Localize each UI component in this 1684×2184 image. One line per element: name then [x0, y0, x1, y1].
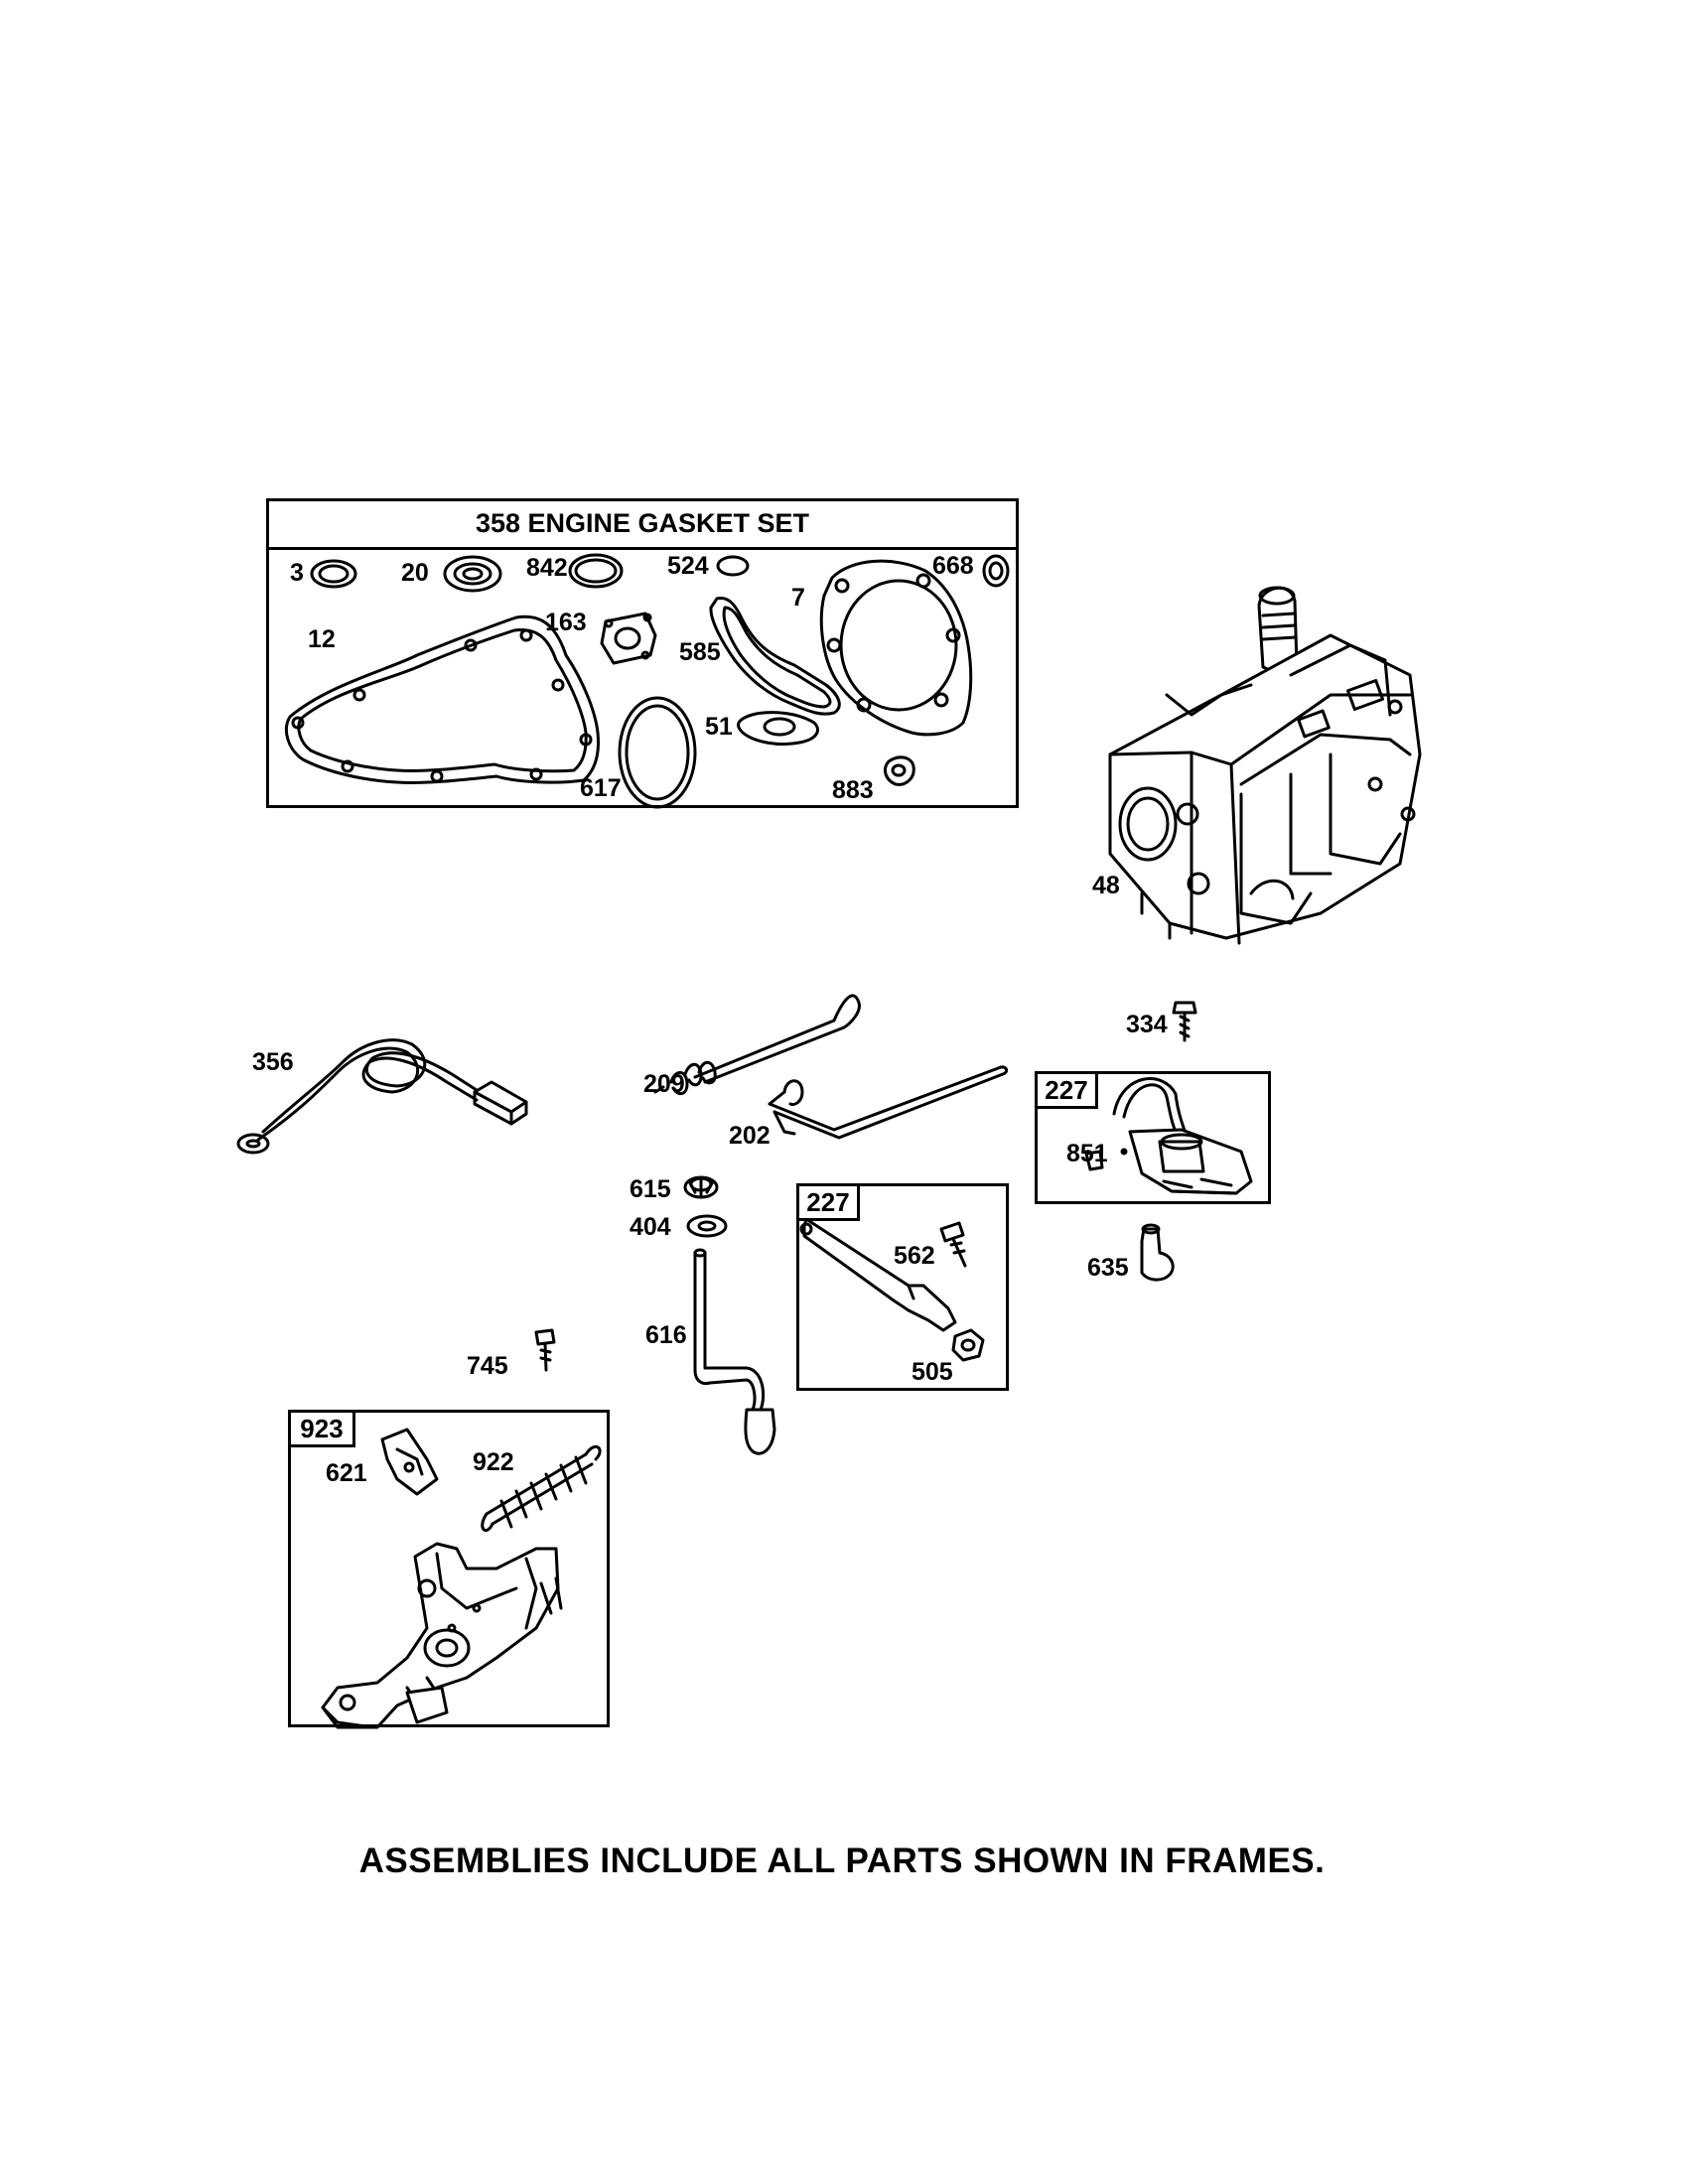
callout-3: 3: [290, 559, 304, 587]
callout-851: 851: [1066, 1140, 1108, 1167]
callout-922: 922: [473, 1448, 514, 1476]
ignition-armature: [1084, 1077, 1253, 1195]
lever-frame-tag: 227: [796, 1183, 860, 1221]
callout-745: 745: [467, 1352, 508, 1380]
callout-842: 842: [526, 554, 568, 582]
control-frame-tag: 923: [288, 1410, 355, 1447]
bracket-621: [380, 1428, 439, 1496]
spring-922: [481, 1444, 602, 1533]
gasket-585: [709, 597, 841, 716]
head-gasket-7: [819, 559, 973, 737]
gasket-set-frame: 358 ENGINE GASKET SET: [266, 498, 1019, 808]
gasket-51: [737, 711, 819, 747]
o-ring-842: [568, 553, 624, 589]
callout-202: 202: [729, 1122, 771, 1150]
governor-link-202: [768, 1065, 1009, 1140]
callout-505: 505: [912, 1358, 953, 1386]
wire-harness-356: [236, 1038, 528, 1155]
callout-51: 51: [705, 713, 733, 741]
gasket-163: [600, 612, 657, 665]
spark-plug-boot-635: [1140, 1223, 1175, 1282]
callout-616: 616: [645, 1321, 687, 1349]
control-bracket-923: [321, 1542, 563, 1729]
ignition-frame: [1035, 1071, 1271, 1204]
callout-163: 163: [545, 609, 587, 636]
callout-615: 615: [630, 1175, 671, 1203]
callout-524: 524: [667, 552, 709, 580]
callout-404: 404: [630, 1213, 671, 1241]
nut-505: [951, 1328, 985, 1362]
screw-562: [939, 1221, 967, 1268]
callout-334: 334: [1126, 1011, 1168, 1038]
gasket-set-title: 358 ENGINE GASKET SET: [269, 501, 1016, 550]
lever-frame: [796, 1183, 1009, 1391]
callout-621: 621: [326, 1459, 367, 1487]
callout-20: 20: [401, 559, 429, 587]
callout-48: 48: [1092, 872, 1120, 899]
callout-562: 562: [894, 1242, 935, 1270]
bolt-334: [1172, 1001, 1197, 1042]
washer-668: [982, 554, 1010, 588]
callout-209: 209: [643, 1070, 685, 1098]
crankcase-gasket-12: [285, 614, 600, 784]
ignition-frame-tag: 227: [1035, 1071, 1098, 1109]
governor-spring-209: [653, 994, 861, 1095]
o-ring-524: [716, 555, 750, 577]
callout-635: 635: [1087, 1254, 1129, 1282]
callout-617: 617: [580, 774, 622, 802]
callout-668: 668: [932, 552, 974, 580]
callout-883: 883: [832, 776, 874, 804]
gasket-3: [310, 559, 357, 589]
nut-615: [683, 1175, 719, 1199]
throttle-lever: [799, 1217, 957, 1332]
washer-404: [686, 1214, 728, 1238]
governor-shaft-616: [693, 1248, 776, 1455]
control-frame: [288, 1410, 610, 1727]
callout-7: 7: [791, 584, 805, 612]
screw-745: [534, 1328, 556, 1372]
cylinder-block-48: [1108, 586, 1422, 945]
assemblies-note: ASSEMBLIES INCLUDE ALL PARTS SHOWN IN FR…: [358, 1842, 1326, 1880]
callout-356: 356: [252, 1048, 294, 1076]
callout-12: 12: [308, 625, 336, 653]
callout-585: 585: [679, 638, 721, 666]
oil-seal-20: [443, 555, 502, 593]
gasket-883: [884, 755, 915, 786]
